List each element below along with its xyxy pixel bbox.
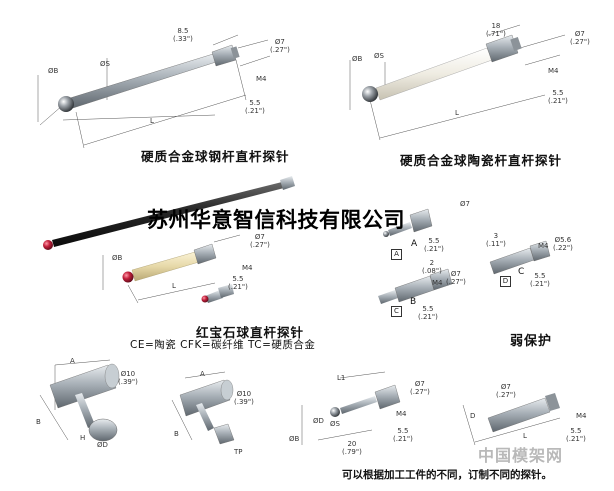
dim-bm-b: B xyxy=(174,430,179,438)
dim-a-phi7: Ø7 xyxy=(460,200,470,208)
dim-br1-s: ØS xyxy=(330,420,340,428)
extension-probe-image xyxy=(487,393,560,433)
dim-bm-phi10: Ø10 (.39") xyxy=(234,390,254,406)
site-watermark: 中国模架网 xyxy=(478,446,564,465)
dim-bl-h: H xyxy=(80,434,86,442)
dim-br2-l: L xyxy=(523,432,527,440)
weak-protection-c-image xyxy=(489,240,551,275)
dim-b-2: 2 (.08") xyxy=(422,259,442,275)
dim-br1-20: 20 (.79") xyxy=(342,440,362,456)
label-a: A xyxy=(411,239,418,249)
dim-bl-a: A xyxy=(70,357,75,365)
dim-d-3: 3 (.11") xyxy=(486,232,506,248)
dim-br2-55: 5.5 (.21") xyxy=(566,427,586,443)
t-probe-disc-image xyxy=(49,363,120,442)
dim-bl-b: B xyxy=(36,418,41,426)
dim-steel-m4: M4 xyxy=(256,75,267,83)
dim-b-m4: M4 xyxy=(432,279,443,287)
steel-probe-image xyxy=(58,44,240,112)
dim-br1-phi7: Ø7 (.27") xyxy=(410,380,430,396)
dim-ruby-phi7: Ø7 (.27") xyxy=(250,233,270,249)
material-legend: CE=陶瓷 CFK=碳纤维 TC=硬质合金 xyxy=(130,339,316,351)
dim-ceramic-phi7: Ø7 (.27") xyxy=(570,30,590,46)
caption-steel-stylus: 硬质合金球钢杆直杆探针 xyxy=(141,149,290,164)
company-watermark: 苏州华意智信科技有限公司 xyxy=(147,208,405,232)
box-c: C xyxy=(391,306,402,317)
dim-bm-a: A xyxy=(200,370,205,378)
dim-d-phi56: Ø5.6 (.22") xyxy=(553,236,573,252)
dim-ruby-l: L xyxy=(172,282,176,290)
dim-steel-s: ØS xyxy=(100,60,110,68)
dim-br1-b: ØB xyxy=(289,435,300,443)
dim-ruby-b: ØB xyxy=(112,254,123,262)
label-b: B xyxy=(410,297,417,307)
ceramic-probe-image xyxy=(362,34,522,102)
caption-ceramic-stylus: 硬质合金球陶瓷杆直杆探针 xyxy=(400,153,563,168)
dim-ceramic-18: 18 (.71") xyxy=(486,22,506,38)
ruby-probe-image xyxy=(122,243,217,283)
dim-ruby-m4: M4 xyxy=(242,264,253,272)
dim-ruby-55: 5.5 (.21") xyxy=(228,275,248,291)
carbon-probe-image xyxy=(43,176,295,250)
dim-ceramic-55: 5.5 (.21") xyxy=(548,89,568,105)
dim-steel-85: 8.5 (.33") xyxy=(173,27,193,43)
dim-bm-tp: TP xyxy=(234,448,243,456)
dim-br1-d: ØD xyxy=(313,417,324,425)
weak-protection-a-image xyxy=(383,208,433,237)
caption-ruby-stylus: 红宝石球直杆探针 xyxy=(196,325,305,340)
dim-steel-l: L xyxy=(150,117,154,125)
dim-bl-d: ØD xyxy=(97,441,108,449)
t-probe-cube-image xyxy=(179,379,235,445)
disc-probe-image xyxy=(330,384,401,417)
footer-note: 可以根据加工工件的不同，订制不同的探针。 xyxy=(342,469,552,481)
dim-steel-55: 5.5 (.21") xyxy=(245,99,265,115)
dim-br2-d: D xyxy=(470,412,476,420)
dim-a-55: 5.5 (.21") xyxy=(424,237,444,253)
dim-ceramic-s: ØS xyxy=(374,52,384,60)
dim-steel-phi7: Ø7 (.27") xyxy=(270,38,290,54)
box-a: A xyxy=(391,249,402,260)
label-c: C xyxy=(518,267,525,277)
dim-d-m4: M4 xyxy=(538,242,549,250)
box-d: D xyxy=(500,276,511,287)
dim-steel-b: ØB xyxy=(48,67,59,75)
dim-b-55: 5.5 (.21") xyxy=(418,305,438,321)
dim-br1-l1: L1 xyxy=(337,374,346,382)
dim-br1-m4: M4 xyxy=(396,410,407,418)
weak-protection-b-image xyxy=(378,268,453,304)
dim-ceramic-l: L xyxy=(455,109,459,117)
dim-ceramic-m4: M4 xyxy=(548,67,559,75)
dim-b-phi7: Ø7 (.27") xyxy=(446,270,466,286)
dim-ceramic-b: ØB xyxy=(352,55,363,63)
caption-weak-protection: 弱保护 xyxy=(510,334,553,349)
dim-br2-phi7: Ø7 (.27") xyxy=(496,383,516,399)
dim-d-55: 5.5 (.21") xyxy=(530,272,550,288)
small-ruby-tip-image xyxy=(201,284,234,303)
dim-br2-m4: M4 xyxy=(576,412,587,420)
dim-bl-phi10: Ø10 (.39") xyxy=(118,370,138,386)
dimension-lines xyxy=(37,24,566,446)
dim-br1-55: 5.5 (.21") xyxy=(393,427,413,443)
